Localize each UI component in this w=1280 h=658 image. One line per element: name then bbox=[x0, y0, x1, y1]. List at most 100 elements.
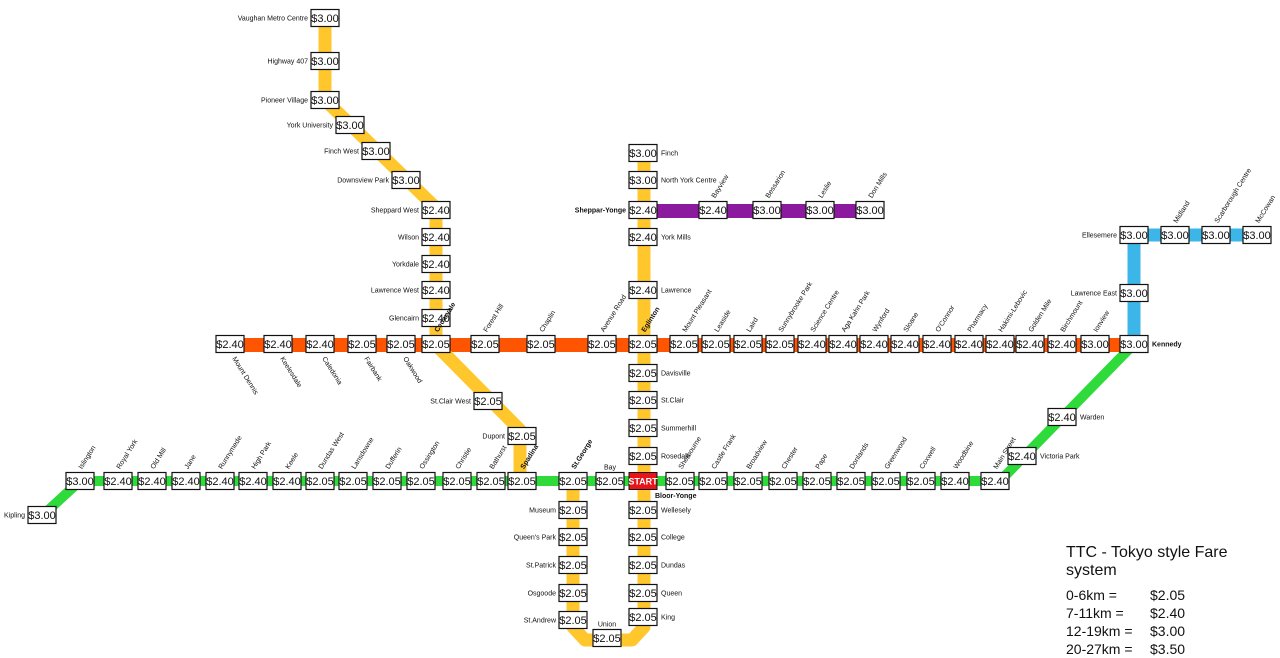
station-name: Sloane bbox=[903, 311, 921, 333]
fare-box bbox=[305, 471, 335, 491]
fare-box bbox=[558, 471, 588, 491]
legend-title: TTC - Tokyo style Fare system bbox=[1066, 544, 1228, 579]
fare-value: $2.40 bbox=[829, 339, 857, 351]
station-name: Mount Dennis bbox=[230, 356, 259, 397]
fare-value: $2.40 bbox=[422, 285, 450, 297]
fare-box bbox=[701, 334, 731, 354]
fare-box bbox=[628, 527, 658, 547]
station-name: Lawrence East bbox=[1071, 291, 1117, 298]
fare-value: $2.05 bbox=[766, 339, 794, 351]
fare-value: $2.05 bbox=[666, 476, 694, 488]
station-name: Bloor-Yonge bbox=[655, 493, 697, 500]
fare-box bbox=[171, 471, 201, 491]
station-name: Osgoode bbox=[528, 591, 557, 598]
fare-box bbox=[765, 334, 795, 354]
station-name: Finch West bbox=[324, 149, 359, 156]
fare-box bbox=[665, 471, 695, 491]
fare-value: $2.40 bbox=[955, 339, 983, 351]
fare-box bbox=[272, 471, 302, 491]
fare-box bbox=[628, 607, 658, 627]
fare-box bbox=[558, 500, 588, 520]
fare-box bbox=[215, 334, 245, 354]
station-name: Hakimi-Lebovic bbox=[998, 289, 1030, 334]
fare-box bbox=[871, 471, 901, 491]
station-name: Scarborough Centre bbox=[1214, 167, 1253, 224]
station-name: Highway 407 bbox=[268, 59, 309, 66]
fare-value: $2.05 bbox=[734, 476, 762, 488]
station-name: Wellesely bbox=[661, 508, 691, 515]
fare-value: $3.00 bbox=[1120, 288, 1148, 300]
fare-value: $2.05 bbox=[373, 476, 401, 488]
fare-box bbox=[940, 471, 970, 491]
line1-spadina-branch bbox=[318, 18, 527, 481]
fare-value: $2.40 bbox=[1008, 451, 1036, 463]
fare-box bbox=[442, 471, 472, 491]
fare-value: $3.00 bbox=[336, 120, 364, 132]
fare-value: $3.00 bbox=[1243, 230, 1271, 242]
fare-value: $2.40 bbox=[422, 313, 450, 325]
fare-box bbox=[669, 334, 699, 354]
fare-value: $2.05 bbox=[477, 476, 505, 488]
fare-value: $2.05 bbox=[559, 532, 587, 544]
start-marker bbox=[628, 472, 658, 490]
fare-box bbox=[1201, 225, 1231, 245]
fare-value: $3.00 bbox=[28, 510, 56, 522]
fare-value: $2.05 bbox=[907, 476, 935, 488]
legend-row: 12-19km =$3.00 bbox=[1066, 622, 1280, 640]
fare-value: $3.00 bbox=[311, 56, 339, 68]
fare-value: $2.40 bbox=[891, 339, 919, 351]
fare-box bbox=[890, 334, 920, 354]
station-name: Leaside bbox=[714, 309, 733, 334]
fare-box bbox=[954, 334, 984, 354]
fare-box bbox=[1015, 334, 1045, 354]
station-name: Lawrence bbox=[661, 288, 691, 295]
fare-box bbox=[628, 334, 658, 354]
fare-box bbox=[372, 471, 402, 491]
fare-box bbox=[310, 90, 340, 110]
legend-fare: $2.40 bbox=[1150, 605, 1186, 621]
line3-scarborough bbox=[1127, 228, 1257, 345]
fare-box bbox=[558, 527, 588, 547]
fare-box bbox=[855, 200, 885, 220]
fare-box bbox=[828, 334, 858, 354]
fare-value: $2.05 bbox=[629, 505, 657, 517]
station-name: High Park bbox=[251, 440, 273, 470]
fare-box bbox=[1119, 334, 1149, 354]
station-name: Pioneer Village bbox=[261, 98, 308, 105]
station-name: Royal York bbox=[116, 438, 140, 471]
fare-value: $2.05 bbox=[803, 476, 831, 488]
fare-value: $2.05 bbox=[407, 476, 435, 488]
fare-box bbox=[526, 334, 556, 354]
fare-box bbox=[305, 334, 335, 354]
station-name: Davisville bbox=[661, 371, 691, 378]
fare-box bbox=[980, 471, 1010, 491]
fare-value: $2.40 bbox=[239, 476, 267, 488]
fare-value: $3.00 bbox=[629, 148, 657, 160]
station-name: Greenwood bbox=[884, 436, 909, 470]
fare-box bbox=[1119, 225, 1149, 245]
station-name: Leslie bbox=[818, 180, 834, 199]
station-name: Glencairn bbox=[389, 316, 419, 323]
fare-box bbox=[1007, 446, 1037, 466]
fare-box bbox=[752, 200, 782, 220]
fare-value: $3.00 bbox=[856, 205, 884, 217]
station-name: College bbox=[661, 535, 685, 542]
station-name: Old Mill bbox=[150, 447, 169, 471]
station-name: Victoria Park bbox=[1040, 454, 1080, 461]
